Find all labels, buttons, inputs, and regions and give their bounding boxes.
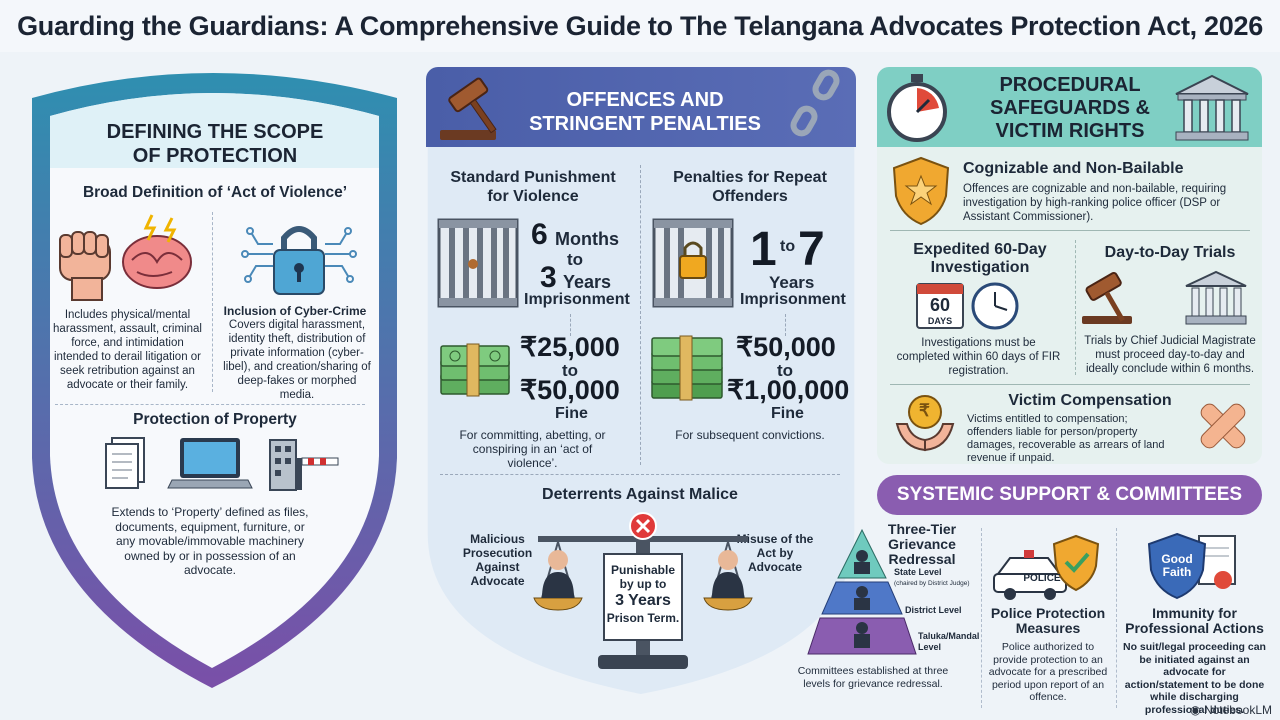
- middle-vertical-divider: [640, 165, 641, 465]
- calendar-number: 60: [929, 295, 951, 315]
- investigation-text: Investigations must be completed within …: [896, 337, 1061, 377]
- offences-heading: OFFENCES AND STRINGENT PENALTIES: [529, 89, 761, 135]
- gavel-icon: [440, 77, 497, 140]
- systemic-divider-2: [1116, 528, 1117, 708]
- good-faith-label: Good Faith: [1161, 552, 1193, 579]
- cyber-text: Covers digital harassment, identity thef…: [223, 319, 371, 401]
- repeat-prison-b: 7: [798, 223, 825, 276]
- deterrent-heading: Deterrents Against Malice: [542, 486, 738, 503]
- stopwatch-icon: [887, 74, 947, 142]
- systemic-divider-1: [981, 528, 982, 708]
- malicious-label: Malicious Prosecution Against Advocate: [462, 532, 533, 588]
- procedural-divider-1: [890, 230, 1250, 231]
- broken-chain-icon: [790, 69, 840, 137]
- lock-circuit-icon: [241, 226, 357, 295]
- repeat-fine-b: ₹1,00,000: [727, 375, 850, 405]
- property-heading: Protection of Property: [133, 411, 297, 428]
- repeat-prison-unit: Years: [769, 273, 815, 292]
- repeat-prison-a: 1: [750, 223, 777, 276]
- property-text: Extends to ‘Property’ defined as files, …: [111, 505, 309, 577]
- vertical-divider: [212, 212, 213, 392]
- standard-prison-label: Imprisonment: [524, 291, 630, 308]
- cyber-heading: Inclusion of Cyber-Crime: [223, 304, 367, 318]
- police-heading: Police Protection Measures: [990, 605, 1106, 636]
- fist-brain-icon: [59, 214, 192, 301]
- repeat-fine-to: to: [776, 361, 794, 380]
- repeat-prison-label: Imprisonment: [740, 291, 846, 308]
- standard-fine-b: ₹50,000: [520, 375, 620, 405]
- trials-text: Trials by Chief Judicial Magistrate must…: [1084, 335, 1256, 375]
- coin-hands-icon: [895, 395, 955, 452]
- district-level: District Level: [905, 605, 962, 615]
- violence-text: Includes physical/mental harassment, ass…: [53, 309, 202, 391]
- shield-frame: [32, 73, 397, 688]
- rupee-glyph: ₹: [919, 401, 930, 420]
- standard-fine-a: ₹25,000: [520, 332, 620, 362]
- cognizable-heading: Cognizable and Non-Bailable: [963, 160, 1184, 177]
- courthouse-icon: [1175, 74, 1249, 141]
- immunity-heading: Immunity for Professional Actions: [1125, 605, 1264, 636]
- repeat-heading: Penalties for Repeat Offenders: [673, 169, 827, 205]
- police-car-shield-icon: [993, 534, 1100, 600]
- standard-prison-a-unit: Months: [555, 229, 619, 249]
- state-level: State Level: [894, 567, 942, 577]
- calendar-clock-icon: [916, 282, 1019, 330]
- state-note: (chaired by District Judge): [894, 580, 970, 587]
- repeat-note: For subsequent convictions.: [675, 428, 825, 442]
- standard-fine-label: Fine: [555, 405, 588, 422]
- scales-of-justice-icon: [533, 512, 753, 669]
- victim-text: Victims entitled to compensation; offend…: [967, 413, 1165, 464]
- police-badge-label: POLICE: [1023, 573, 1061, 584]
- procedural-vertical-divider: [1075, 240, 1076, 375]
- procedural-divider-2: [890, 384, 1250, 385]
- property-icons: [105, 437, 339, 491]
- repeat-fine-a: ₹50,000: [736, 332, 836, 362]
- standard-prison-a: 6: [531, 218, 548, 251]
- systemic-heading: SYSTEMIC SUPPORT & COMMITTEES: [877, 475, 1262, 515]
- violence-heading: Broad Definition of ‘Act of Violence’: [82, 184, 348, 201]
- prison-bars-icon: [437, 218, 519, 308]
- offences-header-bar: [426, 67, 856, 147]
- cash-stack-icon: [440, 343, 510, 397]
- standard-prison-b-unit: Years: [563, 272, 612, 292]
- immunity-text: No suit/legal proceeding can be initiate…: [1123, 641, 1266, 716]
- repeat-prison-to: to: [780, 238, 796, 255]
- police-badge-icon: [892, 156, 950, 226]
- scope-heading: DEFINING THE SCOPE OF PROTECTION: [106, 121, 324, 167]
- standard-divider: [570, 314, 571, 336]
- tier-pyramid-icon: [807, 528, 917, 655]
- good-faith-shield-icon: [1147, 532, 1236, 600]
- standard-prison-to: to: [566, 250, 584, 269]
- victim-heading: Victim Compensation: [1008, 392, 1172, 409]
- punish-a: Punishable by up to: [610, 563, 675, 591]
- procedural-heading: PROCEDURAL SAFEGUARDS & VICTIM RIGHTS: [989, 74, 1150, 142]
- trials-heading: Day-to-Day Trials: [1104, 244, 1236, 261]
- repeat-fine-label: Fine: [771, 405, 804, 422]
- standard-prison-b: 3: [540, 261, 557, 294]
- repeat-divider: [785, 314, 786, 336]
- punish-c: Prison Term.: [606, 611, 680, 625]
- gavel-court-icon: [1082, 270, 1247, 325]
- investigation-heading: Expedited 60-Day Investigation: [913, 241, 1047, 276]
- calendar-label: DAYS: [927, 316, 953, 326]
- grievance-heading: Three-Tier Grievance Redressal: [887, 521, 957, 567]
- taluka-level: Taluka/Mandal Level: [918, 631, 980, 652]
- cognizable-text: Offences are cognizable and non-bailable…: [963, 183, 1227, 223]
- standard-fine-to: to: [561, 361, 579, 380]
- page-title: Guarding the Guardians: A Comprehensive …: [0, 0, 1280, 52]
- police-text: Police authorized to provide protection …: [988, 641, 1108, 703]
- horizontal-divider: [55, 404, 365, 405]
- bandage-icon: [1200, 403, 1246, 449]
- standard-heading: Standard Punishment for Violence: [450, 169, 616, 205]
- standard-note: For committing, abetting, or conspiring …: [459, 428, 606, 470]
- deterrent-divider: [440, 474, 840, 475]
- grievance-text: Committees established at three levels f…: [797, 665, 949, 690]
- notebooklm-footer: ◉ NotebookLM: [1190, 703, 1272, 717]
- notebooklm-logo-icon: ◉: [1190, 703, 1204, 717]
- misuse-label: Misuse of the Act by Advocate: [736, 532, 814, 574]
- punish-b: 3 Years: [615, 592, 671, 609]
- locked-prison-icon: [652, 218, 734, 308]
- cash-stack-large-icon: [651, 335, 723, 401]
